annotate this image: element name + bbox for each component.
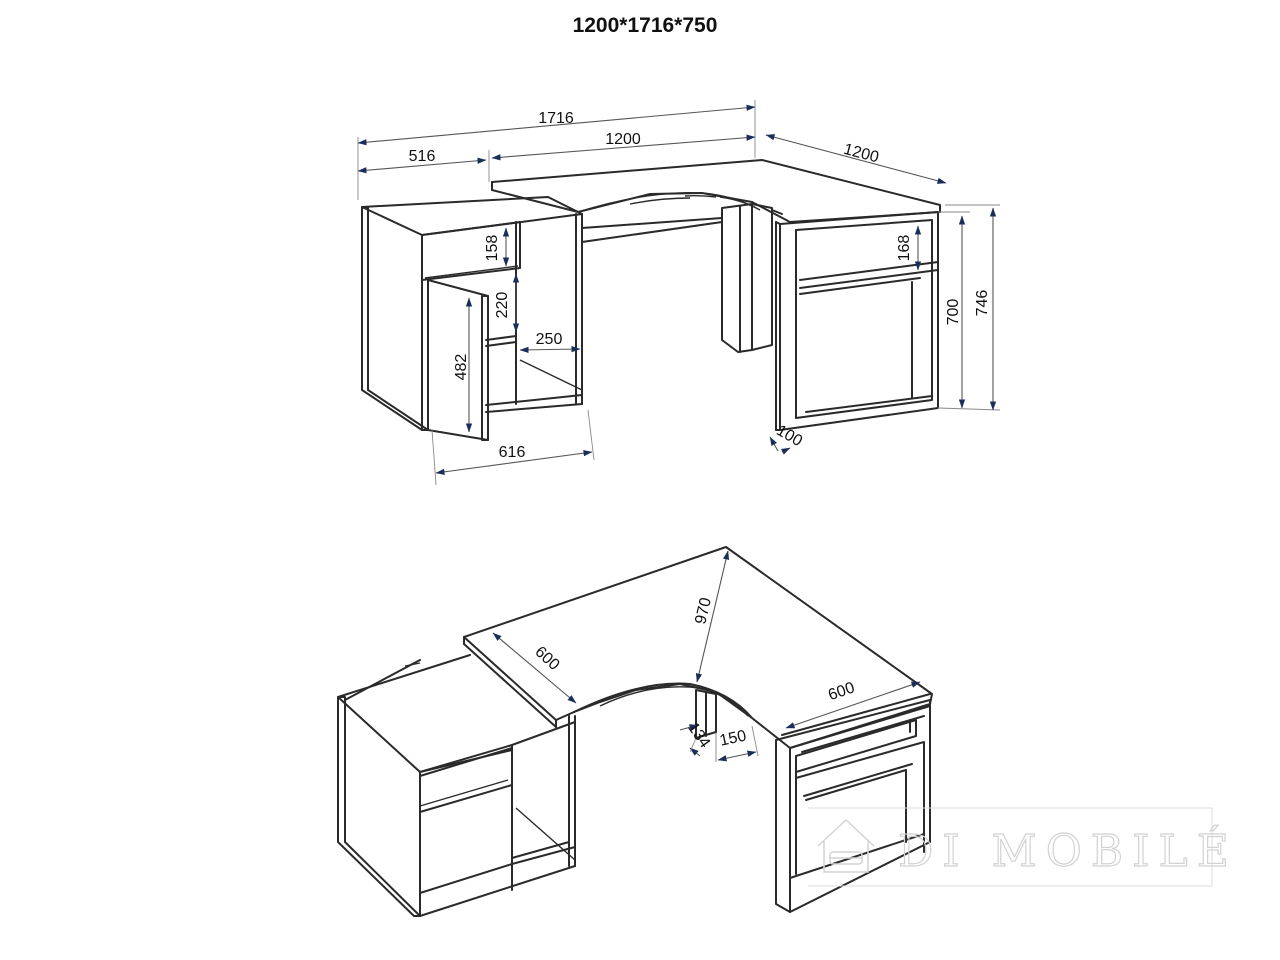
dim-158: 158	[484, 235, 501, 262]
dim-line-1716	[357, 104, 756, 146]
dim-line-1200-depth	[765, 134, 947, 184]
central-leg-rear	[695, 689, 717, 739]
dim-700: 700	[945, 299, 962, 326]
dim-line-516	[357, 157, 487, 174]
bottom-view: 600 970 600 134 150	[337, 546, 933, 917]
right-frame	[775, 211, 939, 431]
page-title: 1200*1716*750	[572, 14, 718, 37]
dim-600-right: 600	[826, 679, 857, 704]
dim-1200-depth: 1200	[842, 141, 881, 167]
pedestal-cabinet-rear	[337, 654, 576, 917]
dim-220: 220	[494, 292, 511, 319]
dim-1200-width: 1200	[605, 131, 641, 148]
dim-line-100b	[780, 447, 791, 455]
dim-1716: 1716	[538, 110, 574, 127]
right-frame-rear	[775, 693, 931, 913]
pedestal-cabinet	[361, 196, 583, 441]
top-view: 1716 516 1200 1200 158 220 250 482 616 1…	[357, 100, 1001, 486]
dim-line-600-right	[785, 681, 921, 729]
dim-970: 970	[692, 596, 715, 626]
dim-746: 746	[974, 290, 991, 317]
dim-line-150	[717, 750, 757, 762]
dim-line-970	[695, 550, 730, 683]
dim-482: 482	[453, 354, 470, 381]
watermark-text: DI MOBILÉ	[898, 824, 1238, 877]
dim-250: 250	[536, 331, 563, 348]
central-leg	[721, 203, 783, 353]
dim-516: 516	[409, 148, 436, 165]
dim-150: 150	[718, 727, 748, 749]
dim-168: 168	[896, 235, 913, 262]
desktop-top	[491, 159, 941, 223]
dim-line-616	[435, 450, 593, 475]
modesty-panel	[581, 217, 723, 243]
dim-line-134a	[679, 724, 699, 731]
dim-line-250	[519, 345, 581, 354]
desktop-rear	[463, 546, 933, 749]
dim-616: 616	[499, 444, 526, 461]
dim-line-100a	[769, 436, 779, 452]
house-sofa-icon	[817, 818, 875, 873]
dim-134: 134	[684, 720, 713, 752]
dim-line-134b	[689, 747, 701, 757]
dim-line-1200	[491, 134, 756, 161]
dim-line-600-left	[492, 632, 577, 704]
watermark: DI MOBILÉ	[808, 807, 1238, 887]
